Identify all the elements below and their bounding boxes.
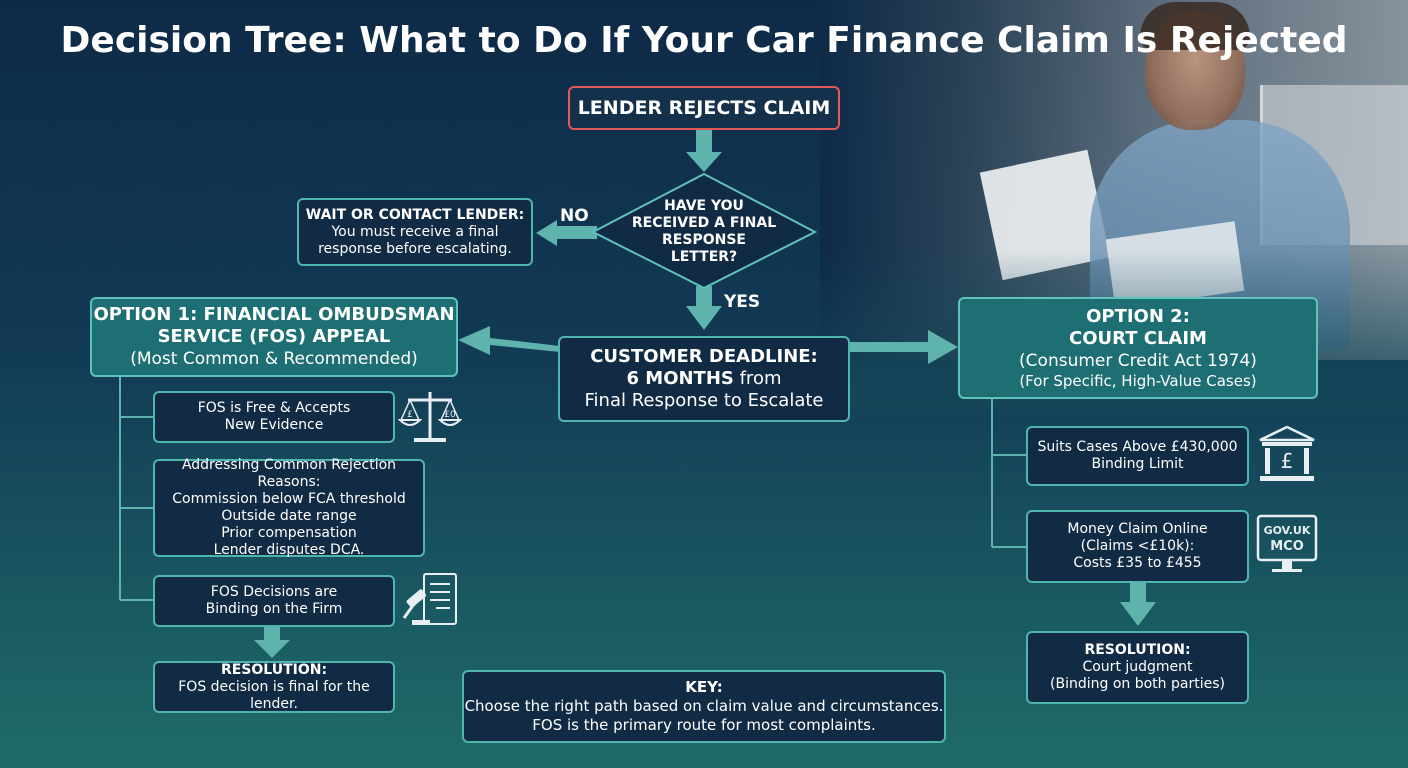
arrow-no-shaft bbox=[555, 226, 597, 239]
option2-resolution: RESOLUTION: Court judgment (Binding on b… bbox=[1026, 631, 1249, 704]
deadline-line-2: 6 MONTHS from bbox=[626, 368, 781, 390]
item-line: Costs £35 to £455 bbox=[1073, 555, 1202, 571]
item-line: Suits Cases Above £430,000 bbox=[1037, 439, 1238, 455]
item-line: Lender disputes DCA. bbox=[213, 542, 365, 558]
bank-icon: £ bbox=[1259, 425, 1315, 481]
option1-subtitle: (Most Common & Recommended) bbox=[130, 349, 418, 369]
deadline-from: from bbox=[733, 368, 782, 389]
arrow-option2-resolution-shaft bbox=[1130, 582, 1146, 604]
decision-line-3: RESPONSE bbox=[662, 232, 746, 248]
scales-left-text: £ bbox=[407, 410, 413, 420]
option2-title-1: OPTION 2: bbox=[1086, 305, 1190, 327]
monitor-text-2: MCO bbox=[1270, 539, 1304, 554]
option2-item-mco: Money Claim Online (Claims <£10k): Costs… bbox=[1026, 510, 1249, 583]
bank-pound-text: £ bbox=[1281, 449, 1294, 473]
arrow-option1-resolution-shaft bbox=[264, 626, 280, 642]
wait-line-1: You must receive a final bbox=[331, 223, 499, 240]
option2-title-2: COURT CLAIM bbox=[1069, 327, 1207, 349]
scales-icon: £ £0 bbox=[398, 392, 462, 442]
key-box: KEY: Choose the right path based on clai… bbox=[462, 670, 946, 743]
wait-line-2: response before escalating. bbox=[318, 240, 512, 257]
item-line: FOS is Free & Accepts bbox=[197, 400, 351, 416]
start-label: LENDER REJECTS CLAIM bbox=[577, 96, 831, 119]
item-line: New Evidence bbox=[224, 417, 324, 433]
option2-resolution-title: RESOLUTION: bbox=[1084, 642, 1191, 658]
option1-resolution: RESOLUTION: FOS decision is final for th… bbox=[153, 661, 395, 713]
option1-resolution-text: FOS decision is final for the lender. bbox=[178, 678, 370, 712]
option1-item-rejection-reasons: Addressing Common Rejection Reasons: Com… bbox=[153, 457, 425, 558]
item-line: (Claims <£10k): bbox=[1080, 538, 1195, 554]
item-line: Commission below FCA threshold bbox=[172, 491, 406, 507]
deadline-line-3: Final Response to Escalate bbox=[584, 390, 824, 411]
key-title: KEY: bbox=[685, 678, 723, 696]
deadline-months: 6 MONTHS bbox=[626, 368, 734, 389]
deadline-title: CUSTOMER DEADLINE: bbox=[590, 346, 818, 367]
option1-title-2: SERVICE (FOS) APPEAL bbox=[157, 326, 391, 347]
deadline-box: CUSTOMER DEADLINE: 6 MONTHS from Final R… bbox=[558, 336, 850, 422]
item-line: Money Claim Online bbox=[1067, 521, 1208, 537]
item-line: Addressing Common Rejection Reasons: bbox=[181, 457, 397, 490]
wait-box: WAIT OR CONTACT LENDER: You must receive… bbox=[297, 198, 533, 266]
start-box: LENDER REJECTS CLAIM bbox=[568, 86, 840, 130]
option2-resolution-line-2: (Binding on both parties) bbox=[1050, 676, 1225, 692]
option1-title-1: OPTION 1: FINANCIAL OMBUDSMAN bbox=[93, 304, 455, 325]
item-line: Prior compensation bbox=[221, 525, 357, 541]
monitor-text-1: GOV.UK bbox=[1264, 524, 1311, 537]
decision-line-2: RECEIVED A FINAL bbox=[631, 215, 777, 231]
item-line: Outside date range bbox=[221, 508, 357, 524]
item-line: Binding on the Firm bbox=[205, 601, 343, 617]
scales-right-text: £0 bbox=[444, 410, 456, 420]
no-label: NO bbox=[560, 206, 589, 226]
arrow-to-option2 bbox=[850, 330, 958, 364]
option2-subtitle-2: (For Specific, High-Value Cases) bbox=[1019, 371, 1257, 390]
arrow-start-shaft bbox=[696, 130, 712, 154]
decision-line-1: HAVE YOU bbox=[664, 198, 744, 214]
option1-item-binding: FOS Decisions are Binding on the Firm bbox=[153, 575, 395, 627]
arrow-start-head bbox=[686, 152, 722, 172]
decision-diamond bbox=[590, 172, 818, 290]
option2-header: OPTION 2: COURT CLAIM (Consumer Credit A… bbox=[958, 297, 1318, 399]
item-line: Binding Limit bbox=[1091, 456, 1184, 472]
background-person-hair bbox=[1140, 2, 1250, 50]
wait-title: WAIT OR CONTACT LENDER: bbox=[305, 206, 525, 223]
arrow-option2-resolution-head bbox=[1120, 602, 1156, 626]
option2-resolution-line-1: Court judgment bbox=[1082, 659, 1193, 675]
decision-question: HAVE YOU RECEIVED A FINAL RESPONSE LETTE… bbox=[620, 194, 788, 270]
arrow-option1-resolution-head bbox=[254, 640, 290, 658]
arrow-no-head bbox=[536, 220, 557, 246]
decision-line-4: LETTER? bbox=[670, 249, 738, 265]
page-title: Decision Tree: What to Do If Your Car Fi… bbox=[60, 20, 1348, 61]
gavel-document-icon bbox=[402, 573, 457, 625]
option1-header: OPTION 1: FINANCIAL OMBUDSMAN SERVICE (F… bbox=[90, 297, 458, 377]
option1-item-free: FOS is Free & Accepts New Evidence bbox=[153, 391, 395, 443]
option2-subtitle-1: (Consumer Credit Act 1974) bbox=[1019, 350, 1257, 371]
arrow-yes-shaft bbox=[696, 286, 712, 308]
option2-item-limit: Suits Cases Above £430,000 Binding Limit bbox=[1026, 426, 1249, 486]
option1-resolution-title: RESOLUTION: bbox=[220, 661, 328, 678]
monitor-icon: GOV.UK MCO bbox=[1256, 514, 1318, 572]
key-line-2: FOS is the primary route for most compla… bbox=[532, 716, 876, 734]
item-line: FOS Decisions are bbox=[210, 584, 338, 600]
arrow-to-option1 bbox=[458, 326, 560, 355]
yes-label: YES bbox=[724, 292, 761, 312]
key-line-1: Choose the right path based on claim val… bbox=[464, 697, 944, 715]
arrow-yes-head bbox=[686, 306, 722, 330]
